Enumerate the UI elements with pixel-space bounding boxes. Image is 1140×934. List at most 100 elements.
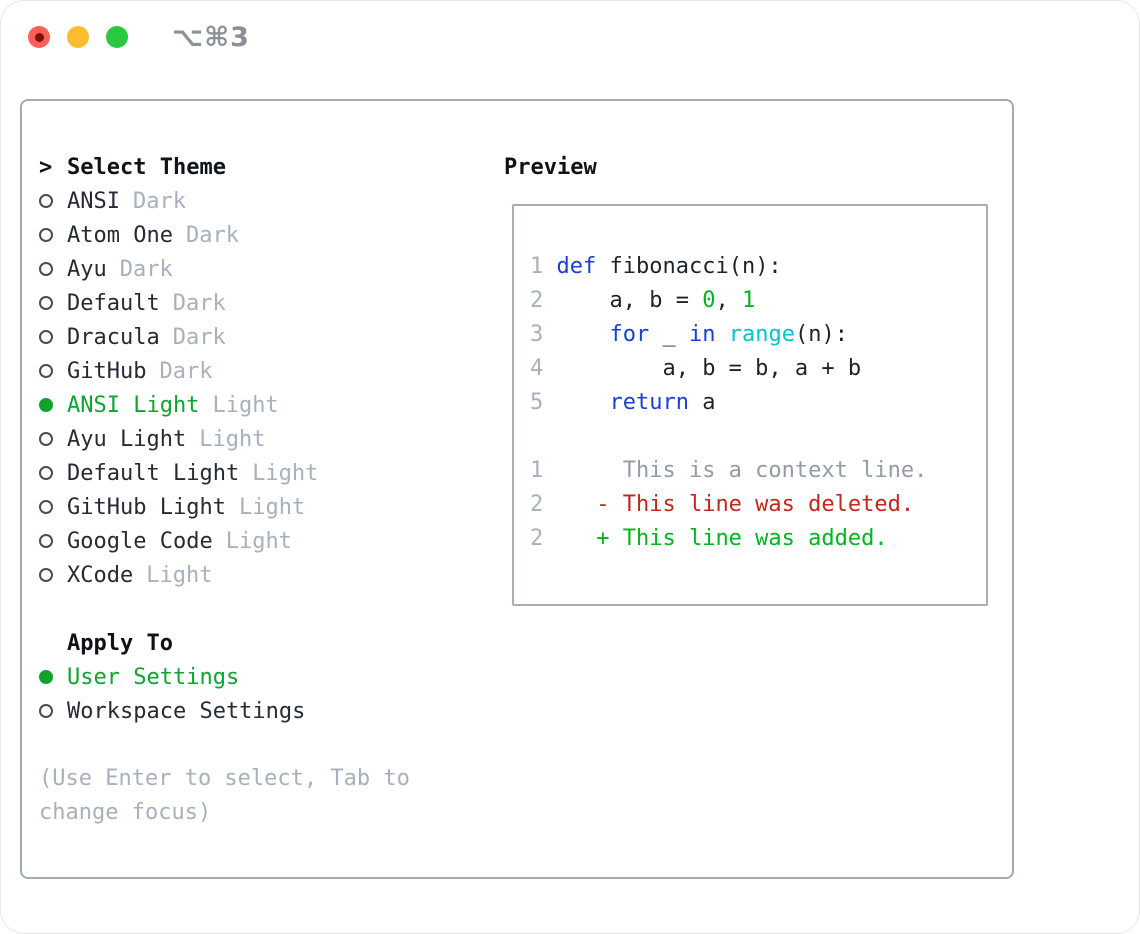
code-token: _ [649,322,689,347]
code-token: 0 [702,288,716,313]
code-token: 1 [741,288,756,313]
theme-name: GitHub [67,358,147,384]
theme-option[interactable]: Default Dark [39,286,499,320]
radio-slot [39,194,67,208]
apply-to-list: User Settings Workspace Settings [39,660,499,728]
radio-slot [39,704,67,718]
radio-icon [39,228,53,242]
theme-name: XCode [67,562,134,588]
theme-variant-tag: Light [252,460,319,486]
theme-variant-tag: Dark [172,324,226,350]
main-panel: > Select Theme ANSI Dark Atom One Dark [20,99,1014,879]
apply-option-label: User Settings [67,664,240,690]
code-token: range [728,322,795,347]
pointer-icon: > [39,154,53,180]
theme-selector: > Select Theme ANSI Dark Atom One Dark [39,150,499,830]
code-token: + This line was added. [596,526,888,551]
theme-option[interactable]: GitHub Light Light [39,490,499,524]
radio-icon [39,500,53,514]
code-line: 1 This is a context line. [530,454,986,488]
code-line: 4 a, b = b, a + b [530,352,986,386]
theme-option[interactable]: ANSI Dark [39,184,499,218]
code-token: in [688,322,716,347]
select-theme-title: Select Theme [67,154,226,180]
theme-option[interactable]: Google Code Light [39,524,499,558]
apply-option[interactable]: Workspace Settings [39,694,499,728]
theme-option[interactable]: XCode Light [39,558,499,592]
recording-dot-icon [34,32,44,42]
preview-header: Preview [504,154,597,180]
theme-name: Ayu [67,256,107,282]
radio-icon [39,466,53,480]
theme-variant-tag: Light [238,494,306,520]
radio-slot [39,330,67,344]
radio-slot [39,670,67,684]
code-token: 1 [530,254,557,279]
radio-slot [39,296,67,310]
radio-slot [39,364,67,378]
code-token [557,390,610,415]
theme-option[interactable]: ANSI Light Light [39,388,499,422]
code-token: a, b = [556,288,703,313]
theme-variant-tag: Dark [159,358,213,384]
close-button[interactable] [28,26,50,48]
code-token: fibonacci(n): [596,254,782,279]
radio-icon [39,194,53,208]
code-token [557,322,610,347]
gap [39,592,499,626]
code-token: 2 [530,526,597,551]
code-token: 2 [530,288,557,313]
theme-variant-tag: Light [212,392,279,418]
code-line [530,420,986,454]
minimize-button[interactable] [67,26,89,48]
theme-option[interactable]: GitHub Dark [39,354,499,388]
radio-slot [39,398,67,412]
theme-name: ANSI Light [67,392,200,418]
code-token: This is a context line. [622,458,928,483]
apply-to-header: Apply To [39,626,499,660]
radio-icon [39,670,53,684]
code-line: 2 a, b = 0, 1 [530,284,986,318]
code-line: 2 - This line was deleted. [530,488,986,522]
code-token: return [609,390,689,415]
radio-icon [39,568,53,582]
theme-variant-tag: Dark [172,290,226,316]
theme-option[interactable]: Default Light Light [39,456,499,490]
code-token [715,322,728,347]
code-token: 3 [530,322,557,347]
code-line: 3 for _ in range(n): [530,318,986,352]
titlebar: ⌥⌘3 [0,0,1140,74]
radio-icon [39,364,53,378]
theme-name: Default Light [67,460,240,486]
theme-variant-tag: Light [146,562,213,588]
radio-icon [39,704,53,718]
code-token: 5 [530,390,557,415]
apply-option-label: Workspace Settings [67,698,306,724]
zoom-button[interactable] [106,26,128,48]
radio-icon [39,296,53,310]
theme-variant-tag: Light [225,528,292,554]
theme-option[interactable]: Dracula Dark [39,320,499,354]
theme-option[interactable]: Ayu Light Light [39,422,499,456]
code-token: a, b = b, a + b [556,356,862,381]
radio-slot [39,500,67,514]
theme-name: Default [67,290,160,316]
apply-to-title: Apply To [67,630,173,656]
theme-option[interactable]: Ayu Dark [39,252,499,286]
code-token: a [688,390,716,415]
theme-variant-tag: Dark [119,256,173,282]
hotkey-label: ⌥⌘3 [172,21,250,53]
code-token: def [556,254,597,279]
theme-option[interactable]: Atom One Dark [39,218,499,252]
theme-name: Ayu Light [67,426,187,452]
radio-icon [39,432,53,446]
radio-icon [39,398,53,412]
apply-option[interactable]: User Settings [39,660,499,694]
radio-icon [39,534,53,548]
code-line: 5 return a [530,386,986,420]
code-token: (n): [794,322,848,347]
theme-name: ANSI [67,188,120,214]
